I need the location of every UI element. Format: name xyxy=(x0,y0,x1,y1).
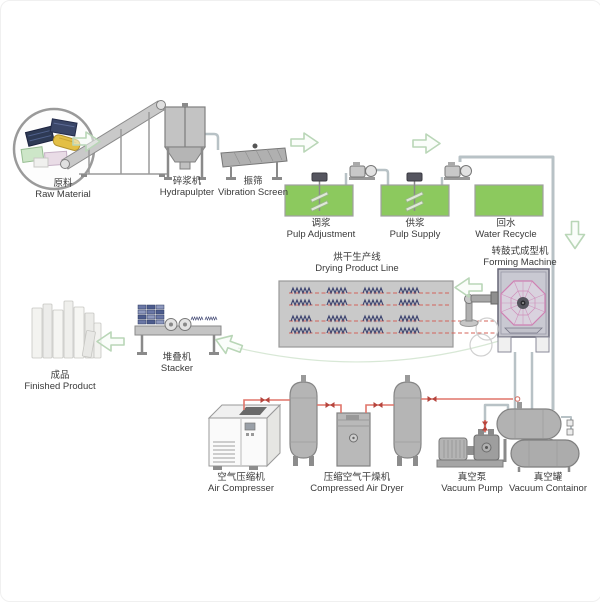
valve-icon xyxy=(373,402,383,408)
label-air-compressor-cn: 空气压缩机 xyxy=(217,472,265,483)
label-finished-product-cn: 成品 xyxy=(50,370,70,381)
pulp-supply-tank xyxy=(380,172,450,217)
hydrapulpter-graphic xyxy=(164,103,206,180)
label-air-compressor-en: Air Compresser xyxy=(208,482,274,494)
pipe-joint xyxy=(514,396,521,402)
air-compressor-graphic xyxy=(207,403,282,470)
label-forming-machine-en: Forming Machine xyxy=(483,256,557,268)
label-forming-machine-cn: 转鼓式成型机 xyxy=(491,246,549,257)
air-dryer-graphic xyxy=(336,412,371,467)
valve-icon xyxy=(325,402,335,408)
red-pipes xyxy=(243,398,513,432)
pulp-adjustment-tank xyxy=(284,172,354,217)
stacker-graphic xyxy=(134,304,222,355)
pump-2 xyxy=(444,162,472,180)
label-hydrapulpter-en: Hydrapulpter xyxy=(159,186,215,198)
label-hydrapulpter-cn: 碎浆机 xyxy=(172,176,202,187)
label-vacuum-pump-en: Vacuum Pump xyxy=(441,482,503,494)
fitting-valve xyxy=(566,428,574,436)
conveyor-graphic xyxy=(60,100,167,177)
raw-material-graphic xyxy=(12,107,96,191)
vibration-screen-graphic xyxy=(220,143,288,180)
air-tank-2 xyxy=(393,374,422,467)
label-vacuum-container-en: Vacuum Containor xyxy=(509,482,587,494)
label-pulp-adjustment-en: Pulp Adjustment xyxy=(286,228,356,240)
finished-product-graphic xyxy=(31,300,102,359)
flow-arrow-down-icon xyxy=(564,220,586,250)
label-pulp-supply-en: Pulp Supply xyxy=(389,228,441,240)
vacuum-pump-graphic xyxy=(436,429,504,468)
flow-arrow-right-icon xyxy=(290,132,319,153)
forming-machine-graphic xyxy=(497,268,550,353)
label-stacker-cn: 堆叠机 xyxy=(162,352,192,363)
label-water-recycle-en: Water Recycle xyxy=(475,228,537,240)
valve-icon xyxy=(260,397,270,403)
label-drying-product-line-cn: 烘干生产线 xyxy=(333,252,381,263)
valve-icon xyxy=(427,396,437,402)
label-stacker-en: Stacker xyxy=(160,362,194,374)
label-vibration-screen-cn: 振筛 xyxy=(243,176,263,187)
label-finished-product-en: Finished Product xyxy=(24,380,96,392)
air-tank-1 xyxy=(289,374,318,467)
label-drying-product-line-en: Drying Product Line xyxy=(315,262,399,274)
label-water-recycle-cn: 回水 xyxy=(496,218,516,229)
fitting-valve xyxy=(566,419,574,427)
flow-arrow-left-icon xyxy=(454,277,483,298)
label-compressed-air-dryer-cn: 压缩空气干燥机 xyxy=(323,472,391,483)
pump-1 xyxy=(349,162,377,180)
flow-arrow-right-icon xyxy=(412,133,441,154)
vacuum-container-graphic xyxy=(496,402,580,472)
label-raw-material-en: Raw Material xyxy=(35,188,91,200)
label-compressed-air-dryer-en: Compressed Air Dryer xyxy=(310,482,404,494)
drying-line-graphic xyxy=(278,280,501,348)
transfer-arm-graphic xyxy=(459,291,499,357)
label-pulp-supply-cn: 供浆 xyxy=(405,218,425,229)
label-pulp-adjustment-cn: 调浆 xyxy=(311,218,331,229)
label-vacuum-pump-cn: 真空泵 xyxy=(457,472,487,483)
label-vacuum-container-cn: 真空罐 xyxy=(533,472,563,483)
flow-arc xyxy=(237,340,500,363)
water-recycle-tank xyxy=(474,184,544,217)
label-raw-material-cn: 原料 xyxy=(53,178,73,189)
label-vibration-screen-en: Vibration Screen xyxy=(217,186,289,198)
